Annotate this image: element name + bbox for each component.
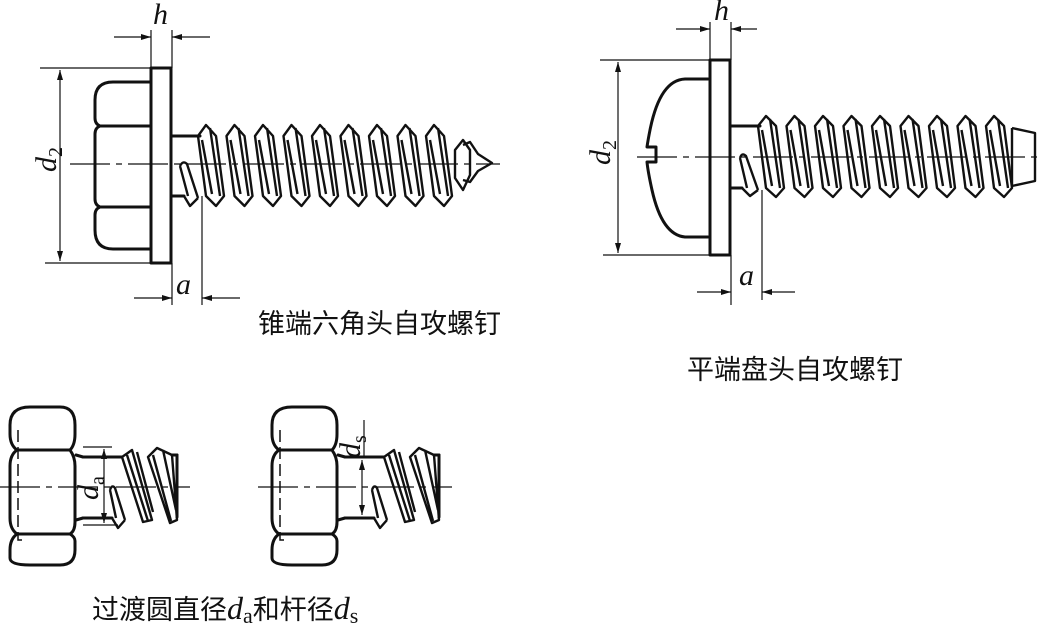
caption-transition-diameters: 过渡圆直径da和杆径ds [92, 588, 358, 629]
caption-text-1: 过渡圆直径 [92, 595, 227, 626]
thread-crest [339, 123, 368, 208]
dim-da-label: d a [72, 476, 109, 500]
thread-crest [282, 123, 311, 208]
dim-d2-label: d 2 [30, 147, 67, 172]
thread-crest [842, 114, 871, 199]
caption-sym-da: d [227, 590, 243, 626]
caption-text-2: 和杆径 [252, 595, 334, 626]
thread-crest [813, 114, 843, 199]
thread-crest [756, 114, 786, 199]
thread-crest [196, 123, 226, 208]
flange [149, 66, 173, 265]
dim-d2-label: d 2 [584, 140, 621, 165]
caption-pan-head-screw: 平端盘头自攻螺钉 [687, 355, 903, 386]
svg-text:2: 2 [45, 147, 67, 157]
svg-text:2: 2 [599, 140, 621, 150]
thread-crest [396, 123, 425, 208]
threaded-shank [170, 123, 494, 208]
thread-crest [870, 114, 900, 199]
pan-head-screw-figure: h d 2 a [584, 0, 1041, 305]
caption-hex-head-screw: 锥端六角头自攻螺钉 [258, 309, 501, 340]
caption-sub-s: s [349, 603, 359, 628]
svg-text:d: d [30, 156, 63, 172]
thread-crest [253, 123, 283, 208]
dim-ds-label: d s [334, 435, 371, 458]
caption-sym-ds: d [333, 590, 350, 626]
svg-text:d: d [334, 442, 367, 458]
dim-h-label: h [714, 0, 729, 27]
hex-head-screw-figure: h d 2 a [30, 0, 500, 305]
thread-crest [785, 114, 814, 199]
svg-text:d: d [584, 149, 617, 165]
transition-da-figure: d a [0, 405, 190, 567]
thread-crest [956, 114, 985, 199]
thread-crest [310, 123, 340, 208]
dim-a-label: a [176, 268, 191, 301]
hex-head [93, 80, 152, 251]
thread-crest [424, 123, 454, 208]
svg-text:d: d [72, 484, 105, 500]
thread-crest [899, 114, 928, 199]
thread-crest [225, 123, 254, 208]
dim-a-label: a [739, 259, 754, 292]
svg-text:a: a [87, 476, 109, 485]
thread-crest [367, 123, 397, 208]
caption-sub-a: a [243, 603, 253, 628]
thread-crest [927, 114, 957, 199]
svg-text:s: s [349, 435, 371, 443]
transition-ds-figure: d s [258, 405, 452, 567]
thread-crest [984, 114, 1014, 199]
dim-h-label: h [153, 0, 168, 31]
pan-head [645, 77, 710, 239]
